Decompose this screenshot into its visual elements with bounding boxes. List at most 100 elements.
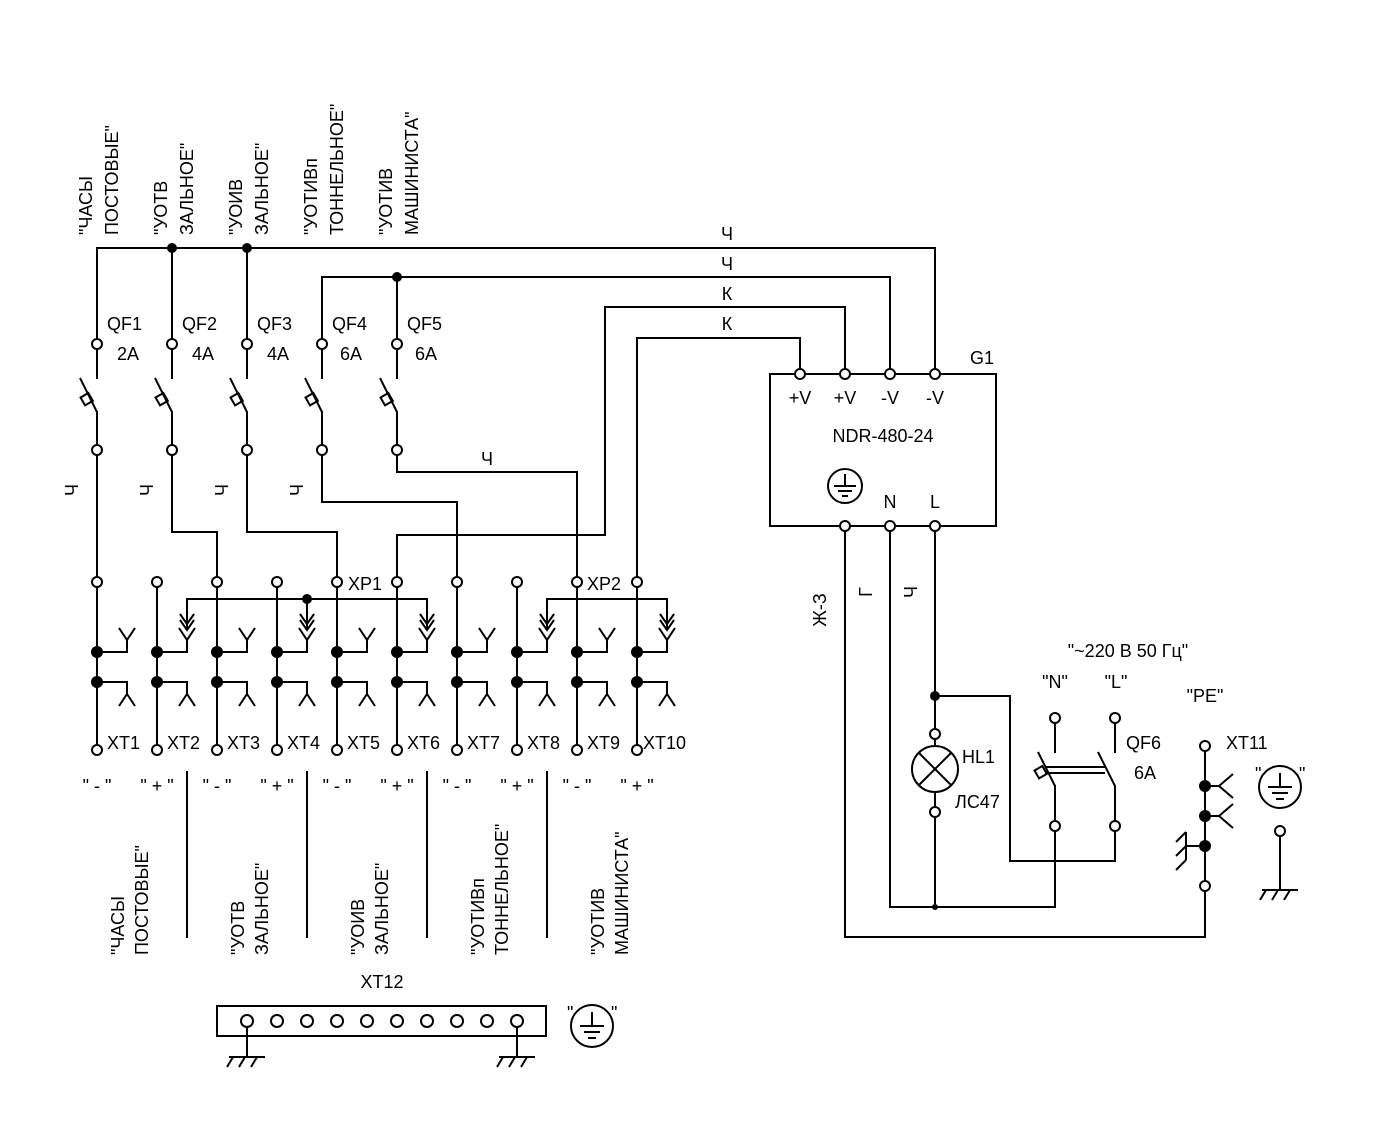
wire-mark-n: Г: [856, 587, 876, 597]
socket-icon: [397, 627, 436, 653]
terminal-label: XT10: [643, 733, 686, 753]
breaker-trip-icon: [229, 391, 245, 407]
pe-label: "PE": [1187, 686, 1224, 706]
socket-icon: [217, 627, 256, 653]
socket-icon: [277, 681, 316, 707]
wire-mark-ch: Ч: [481, 449, 493, 469]
breaker-rating: 4А: [192, 344, 214, 364]
xp-bus: XP1 XP2: [179, 574, 675, 632]
breaker-name: QF3: [257, 314, 292, 334]
socket-icon: [637, 681, 676, 707]
polarity-plus: " + ": [500, 776, 533, 796]
chassis-ground-icon: [1259, 836, 1298, 901]
breaker-qf5: QF5 6А: [379, 314, 442, 456]
terminal-label: XT3: [227, 733, 260, 753]
breaker-trip-icon: [1033, 764, 1049, 780]
terminal-label: XT1: [107, 733, 140, 753]
socket-icon: [157, 681, 196, 707]
psu-model: NDR-480-24: [832, 426, 933, 446]
junction-dot: [930, 691, 940, 701]
terminal-top-contacts: [91, 576, 643, 588]
wire-plus-v-inner: [636, 337, 801, 583]
top-label-line2: МАШИНИСТА": [402, 111, 422, 235]
bottom-label-line1: "ЧАСЫ: [108, 896, 128, 955]
earth-ground-icon: " ": [567, 1003, 617, 1048]
wire-mark-k: К: [722, 284, 733, 304]
socket-icon: [277, 627, 316, 653]
terminal-label: XT2: [167, 733, 200, 753]
connector-xp2: XP2: [587, 574, 621, 594]
socket-icon: [577, 627, 616, 653]
top-label-uotiv: "УОТИВ МАШИНИСТА": [376, 111, 422, 235]
earth-ground-icon: " ": [1255, 764, 1305, 809]
wire-pe: [844, 530, 1206, 938]
psu-designator: G1: [970, 348, 994, 368]
junction-dot: [392, 272, 402, 282]
polarity-plus: " + ": [620, 776, 653, 796]
connector-xp1: XP1: [348, 574, 382, 594]
breaker-output-wires: Ч Ч Ч Ч Ч: [62, 449, 606, 578]
ground-quote: ": [1299, 764, 1305, 784]
ground-bar-label: XT12: [360, 972, 403, 992]
socket-icon: [397, 681, 436, 707]
psu-box: [769, 373, 997, 527]
breaker-name: QF2: [182, 314, 217, 334]
top-label-line1: "ЧАСЫ: [76, 176, 96, 235]
bottom-label-uoiv: "УОИВ ЗАЛЬНОЕ": [348, 863, 392, 955]
plug-arrow-icon: [179, 613, 195, 632]
psu-terminal-label: -V: [881, 388, 899, 408]
bottom-label-line1: "УОТВ: [228, 901, 248, 955]
mains-supply-label: "~220 В 50 Гц": [1068, 641, 1188, 661]
bottom-label-line2: МАШИНИСТА": [612, 831, 632, 955]
socket-icon: [517, 681, 556, 707]
junction-dot: [302, 594, 312, 604]
wire-mark-ch: Ч: [721, 224, 733, 244]
socket-icon: [577, 681, 616, 707]
psu-l-label: L: [930, 492, 940, 512]
psu-terminal-label: +V: [789, 388, 812, 408]
terminal-label: XT6: [407, 733, 440, 753]
breaker-qf3: QF3 4А: [229, 314, 292, 456]
plug-arrow-icon: [539, 613, 555, 632]
chassis-ground-icon: [1175, 831, 1205, 871]
top-label-line1: "УОТИВп: [301, 158, 321, 235]
breaker-rating: 6А: [415, 344, 437, 364]
breaker-qf2: QF2 4А: [154, 314, 217, 456]
plug-arrow-icon: [419, 613, 435, 632]
breaker-name: QF6: [1126, 733, 1161, 753]
junction-dot: [242, 243, 252, 253]
wire-mark-ch: Ч: [287, 484, 307, 496]
polarity-minus: " - ": [443, 776, 472, 796]
socket-icon: [457, 627, 496, 653]
plug-arrow-icon: [299, 613, 315, 632]
bottom-label-line2: ТОННЕЛЬНОЕ": [492, 824, 512, 955]
terminal-label: XT8: [527, 733, 560, 753]
bottom-label-line1: "УОТИВ: [588, 888, 608, 955]
top-label-line2: ПОСТОВЫЕ": [102, 125, 122, 235]
top-label-uoiv: "УОИВ ЗАЛЬНОЕ": [226, 143, 272, 235]
indicator-lamp-hl1: HL1 ЛС47: [911, 728, 1000, 818]
bottom-group-labels: "ЧАСЫ ПОСТОВЫЕ" "УОТВ ЗАЛЬНОЕ" "УОИВ ЗАЛ…: [108, 771, 632, 955]
breaker-name: QF1: [107, 314, 142, 334]
psu-terminal-label: -V: [926, 388, 944, 408]
bottom-label-uotiv: "УОТИВ МАШИНИСТА": [588, 831, 632, 955]
ground-quote: ": [611, 1003, 617, 1023]
polarity-plus: " + ": [140, 776, 173, 796]
mains-l-label: "L": [1105, 672, 1128, 692]
socket-icon: [1205, 773, 1234, 799]
breaker-trip-icon: [379, 391, 395, 407]
ground-bar-body: [216, 1005, 547, 1037]
ground-quote: ": [567, 1003, 573, 1023]
wire-mark-ch: Ч: [212, 484, 232, 496]
breaker-rating: 4А: [267, 344, 289, 364]
chassis-ground-icon: [496, 1027, 535, 1068]
breaker-qf4: QF4 6А: [304, 314, 367, 456]
wire-n: [889, 530, 1056, 908]
polarity-minus: " - ": [323, 776, 352, 796]
terminal-label: XT5: [347, 733, 380, 753]
wire-mark-k: К: [722, 314, 733, 334]
wire-minus-v-inner: [321, 276, 891, 373]
wire-minus-v-outer: [96, 247, 936, 373]
top-label-uotv: "УОТВ ЗАЛЬНОЕ": [151, 143, 197, 235]
